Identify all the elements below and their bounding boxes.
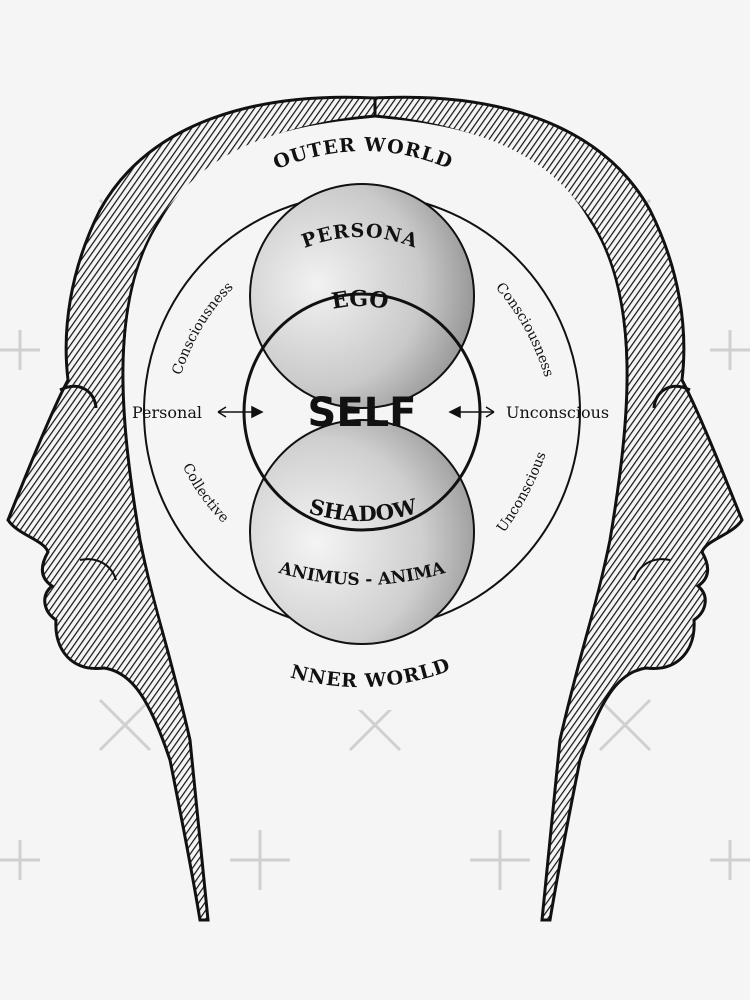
unconscious-label-right: Unconscious bbox=[506, 403, 609, 422]
left-head-profile bbox=[6, 95, 377, 922]
self-label: SELF bbox=[308, 390, 417, 436]
ego-sphere bbox=[249, 183, 475, 409]
right-arrow bbox=[448, 405, 495, 419]
left-arrow bbox=[217, 405, 264, 419]
ego-label: EGO bbox=[330, 286, 390, 315]
right-head-profile bbox=[373, 95, 744, 922]
head-inner-space bbox=[124, 118, 626, 710]
shadow-sphere bbox=[249, 419, 475, 645]
personal-label: Personal bbox=[132, 403, 202, 422]
